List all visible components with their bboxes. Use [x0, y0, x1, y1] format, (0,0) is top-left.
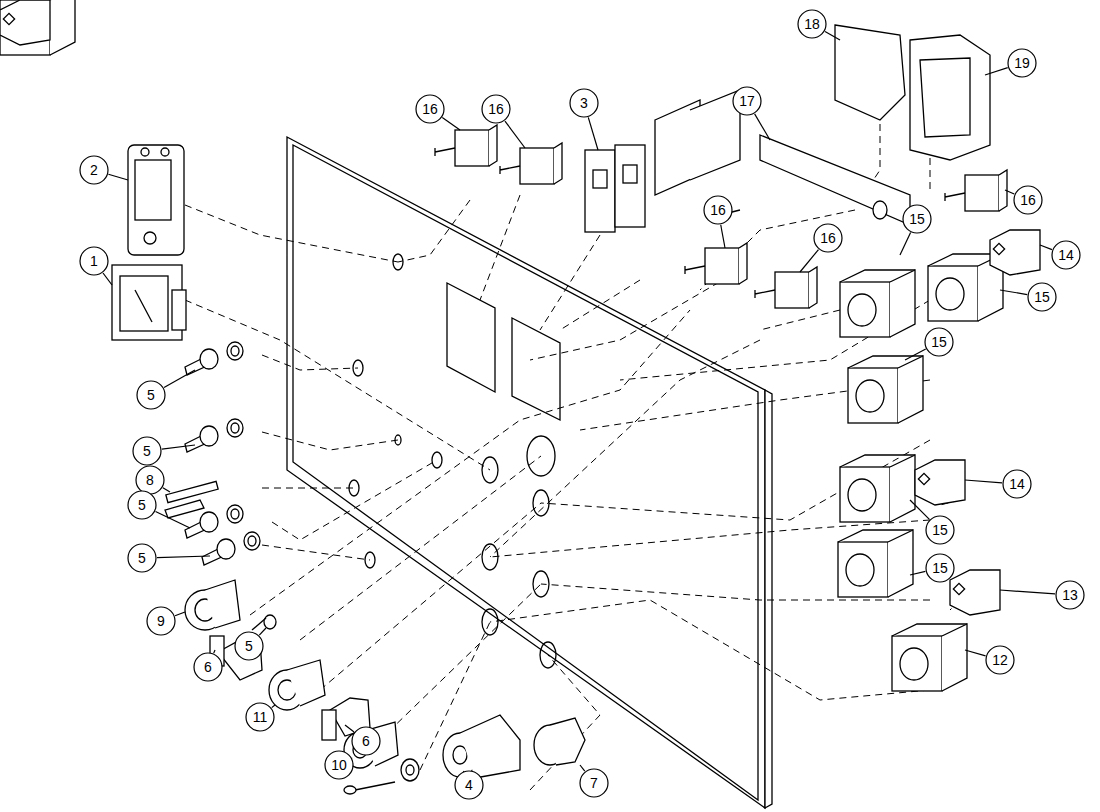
callout-circle [325, 751, 353, 779]
callout-circle [482, 95, 525, 148]
callout-circle [128, 491, 190, 528]
callout-circle [345, 725, 380, 755]
callout-circle [194, 650, 222, 681]
callout-number: 16 [813, 229, 843, 247]
callout-circle [910, 554, 954, 582]
callout-circle [1005, 186, 1042, 214]
panel [287, 137, 772, 808]
callout-number: 11 [245, 708, 275, 726]
callout-circle [798, 10, 840, 40]
callout-number: 1 [79, 252, 109, 270]
callout-circle [416, 95, 460, 130]
callout-circle [235, 628, 266, 660]
callout-circle [580, 765, 608, 797]
callout-number: 8 [135, 471, 165, 489]
callout-circle [800, 224, 842, 272]
callout-number: 17 [732, 92, 762, 110]
callout-circle [128, 544, 210, 572]
parts [0, 0, 585, 794]
callout-number: 15 [925, 521, 955, 539]
callout-number: 6 [351, 732, 381, 750]
callout-circle [704, 196, 732, 248]
callout-number: 16 [481, 100, 511, 118]
parts [0, 0, 1040, 691]
callout-number: 15 [1027, 288, 1057, 306]
callout-number: 5 [234, 637, 264, 655]
callout-number: 4 [454, 776, 484, 794]
callout-circle [733, 87, 770, 140]
callout-number: 5 [127, 549, 157, 567]
callout-circle [965, 470, 1031, 498]
callout-circle [136, 466, 170, 494]
callout-number: 9 [146, 612, 176, 630]
callout-number: 5 [127, 496, 157, 514]
callout-number: 15 [924, 333, 954, 351]
callout-circle [905, 328, 953, 360]
callout-number: 13 [1055, 586, 1085, 604]
callout-circle [1000, 581, 1084, 609]
callout-circle [246, 703, 275, 731]
callout-circle [133, 437, 195, 465]
callout-number: 7 [579, 774, 609, 792]
callout-circle [80, 247, 112, 285]
callout-circle [137, 370, 195, 409]
callout-number: 16 [1013, 191, 1043, 209]
callout-number: 5 [136, 386, 166, 404]
callout-number: 16 [703, 201, 733, 219]
callout-number: 6 [193, 658, 223, 676]
callout-circle [1000, 283, 1056, 311]
callout-number: 14 [1002, 475, 1032, 493]
callout-number: 14 [1051, 246, 1081, 264]
callout-number: 15 [902, 210, 932, 228]
callout-number: 12 [985, 651, 1015, 669]
callout-circle [80, 156, 128, 184]
callout-circle [910, 500, 954, 544]
callout-circle [455, 771, 483, 799]
callout-circle [147, 607, 185, 635]
callout-number: 19 [1007, 54, 1037, 72]
callout-number: 10 [324, 756, 354, 774]
callout-circle [965, 646, 1014, 674]
callout-circle [900, 205, 931, 255]
callout-number: 18 [797, 15, 827, 33]
assembly-lines [185, 100, 1000, 790]
callout-number: 3 [569, 94, 599, 112]
callout-circle [570, 89, 598, 150]
callout-circle [1040, 241, 1080, 269]
callout-number: 5 [132, 442, 162, 460]
callout-circle [985, 49, 1036, 77]
callout-number: 16 [415, 100, 445, 118]
callout-number: 2 [79, 161, 109, 179]
callout-number: 15 [925, 559, 955, 577]
